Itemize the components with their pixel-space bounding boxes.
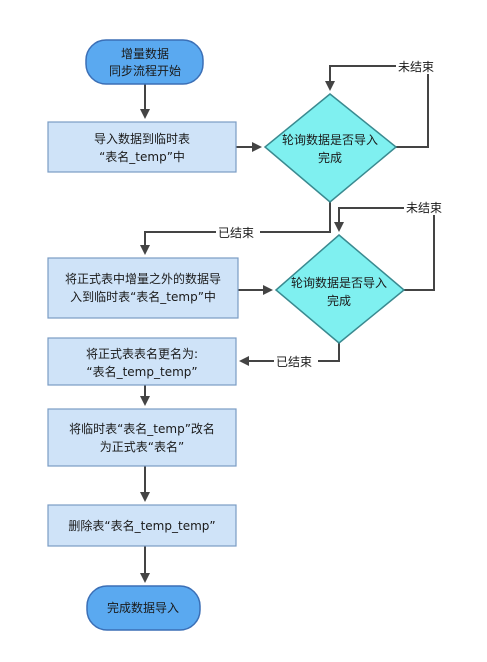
- edge-label-poll2-loop: 未结束: [406, 201, 442, 215]
- rename-temp-line1: 将临时表“表名_temp”改名: [69, 421, 215, 436]
- end-node-line1: 完成数据导入: [107, 600, 179, 615]
- poll2-line1: 轮询数据是否导入: [291, 275, 387, 290]
- edge-label-poll2-done: 已结束: [276, 355, 312, 369]
- delete-line1: 删除表“表名_temp_temp”: [68, 518, 215, 533]
- edge-label-poll1-done: 已结束: [218, 226, 254, 240]
- poll1-decision: 轮询数据是否导入 完成: [263, 93, 398, 203]
- edge-label-poll1-loop: 未结束: [398, 60, 434, 74]
- end-node: 完成数据导入: [86, 585, 201, 631]
- delete-node: 删除表“表名_temp_temp”: [47, 504, 237, 547]
- start-node-line2: 同步流程开始: [109, 63, 181, 78]
- rename-temp-node: 将临时表“表名_temp”改名 为正式表“表名”: [47, 408, 237, 467]
- start-node: 增量数据 同步流程开始: [85, 39, 204, 85]
- rename-formal-line1: 将正式表表名更名为:: [86, 346, 198, 361]
- edge-poll2-done: [239, 343, 340, 366]
- start-node-line1: 增量数据: [121, 46, 169, 61]
- merge-node: 将正式表中增量之外的数据导 入到临时表“表名_temp”中: [47, 257, 239, 319]
- import-temp-node: 导入数据到临时表 “表名_temp”中: [47, 121, 237, 173]
- import-temp-line1: 导入数据到临时表: [94, 131, 190, 146]
- rename-formal-node: 将正式表表名更名为: “表名_temp_temp”: [47, 337, 237, 386]
- rename-temp-line2: 为正式表“表名”: [100, 439, 184, 454]
- rename-formal-line2: “表名_temp_temp”: [86, 364, 197, 379]
- merge-line2: 入到临时表“表名_temp”中: [70, 289, 216, 304]
- poll2-line2: 完成: [327, 293, 351, 308]
- poll2-decision: 轮询数据是否导入 完成: [274, 234, 406, 344]
- poll1-line2: 完成: [318, 150, 342, 165]
- import-temp-line2: “表名_temp”中: [99, 149, 185, 164]
- poll1-line1: 轮询数据是否导入: [282, 132, 378, 147]
- merge-line1: 将正式表中增量之外的数据导: [65, 271, 221, 286]
